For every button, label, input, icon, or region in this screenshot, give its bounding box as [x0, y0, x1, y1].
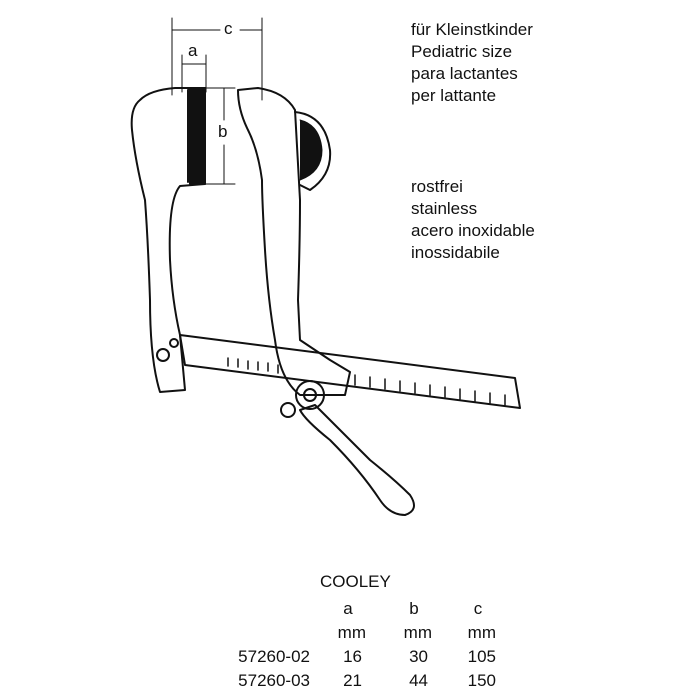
- unit-b: mm: [403, 623, 432, 642]
- column-a: a mm 16 21: [330, 597, 366, 693]
- cell-a: 16: [343, 647, 362, 666]
- cell-c: 150: [467, 671, 496, 690]
- cell-a: 21: [343, 671, 362, 690]
- dimension-b: [205, 87, 236, 185]
- size-label: für Kleinstkinder: [411, 20, 533, 39]
- unit-c: mm: [467, 623, 496, 642]
- material-description: rostfrei stainless acero inoxidable inos…: [411, 176, 535, 264]
- material-label: rostfrei: [411, 177, 463, 196]
- header-c: c: [473, 599, 483, 618]
- article-number: 57260-02: [238, 647, 310, 666]
- cell-c: 105: [467, 647, 496, 666]
- size-label: para lactantes: [411, 64, 518, 83]
- dimension-a: [181, 54, 207, 93]
- article-number: 57260-03: [238, 671, 310, 690]
- article-column: 57260-02 57260-03: [200, 645, 310, 693]
- table-title: COOLEY: [320, 572, 391, 591]
- cell-b: 30: [409, 647, 428, 666]
- left-arm: [130, 87, 206, 393]
- header-a: a: [343, 599, 353, 618]
- rack-teeth: [227, 357, 506, 406]
- size-description: für Kleinstkinder Pediatric size para la…: [411, 19, 533, 107]
- material-label: inossidabile: [411, 243, 500, 262]
- cell-b: 44: [409, 671, 428, 690]
- size-label: per lattante: [411, 86, 497, 105]
- header-b: b: [409, 599, 419, 618]
- column-b: b mm 30 44: [396, 597, 432, 693]
- dimension-c: [171, 17, 263, 101]
- unit-a: mm: [337, 623, 366, 642]
- crank-handle: [299, 404, 415, 516]
- material-label: acero inoxidable: [411, 221, 535, 240]
- size-label: Pediatric size: [411, 42, 513, 61]
- right-arm: [237, 87, 351, 396]
- column-c: c mm 105 150: [460, 597, 496, 693]
- dimension-label-b: b: [218, 122, 228, 141]
- rack-bar: [179, 334, 521, 409]
- material-label: stainless: [411, 199, 478, 218]
- dimension-label-c: c: [224, 19, 233, 38]
- dimension-label-a: a: [188, 41, 198, 60]
